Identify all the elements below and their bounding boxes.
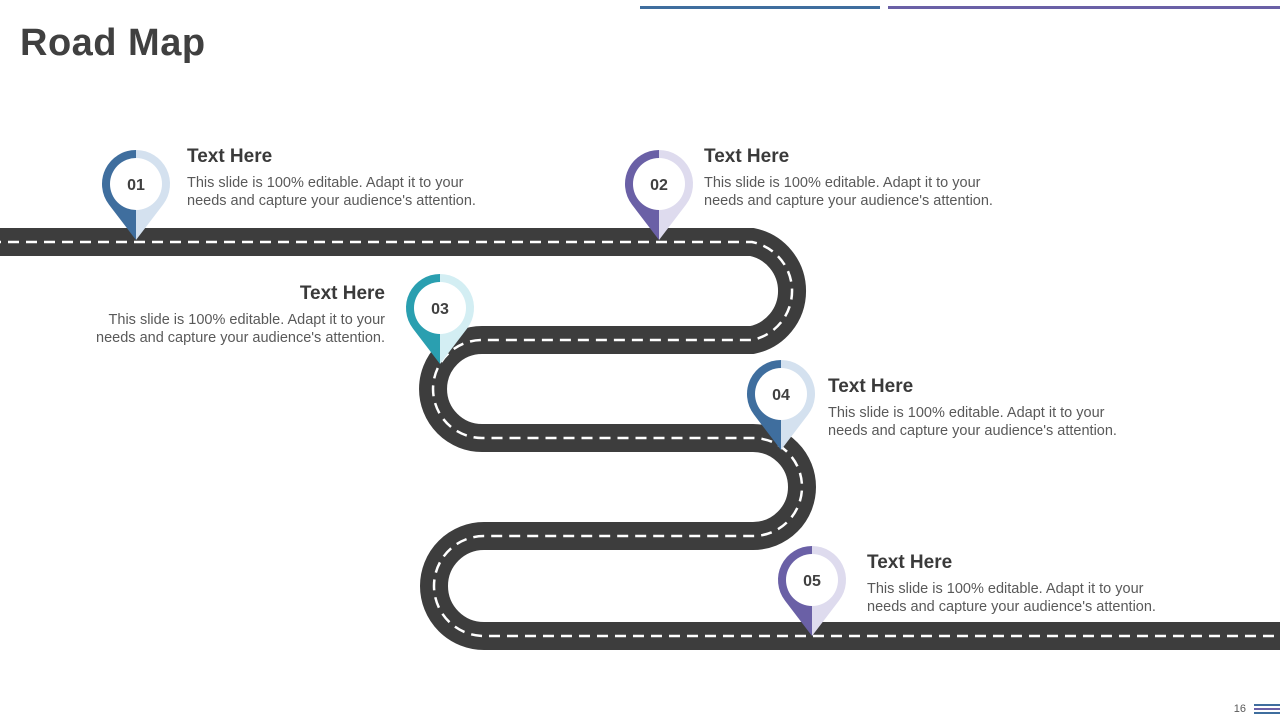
milestone-1-description: This slide is 100% editable. Adapt it to… xyxy=(187,174,507,210)
milestone-5-text: Text Here This slide is 100% editable. A… xyxy=(867,552,1187,616)
milestone-5-desc-line-1: This slide is 100% editable. Adapt it to… xyxy=(867,581,1144,597)
milestone-3-text: Text Here This slide is 100% editable. A… xyxy=(65,283,385,347)
map-pin-icon-center xyxy=(633,158,685,210)
milestone-5-number: 05 xyxy=(803,573,821,590)
milestone-2-number: 02 xyxy=(650,177,668,194)
milestone-1-heading: Text Here xyxy=(187,146,273,167)
milestone-1-number: 01 xyxy=(127,177,145,194)
milestone-4-pin: 04 xyxy=(746,360,816,450)
milestone-5-pin: 05 xyxy=(778,546,846,636)
milestone-1-text: Text Here This slide is 100% editable. A… xyxy=(187,146,507,210)
milestone-4-text: Text Here This slide is 100% editable. A… xyxy=(828,376,1148,440)
page-number: 16 xyxy=(1233,703,1246,715)
milestone-3-desc-line-1: This slide is 100% editable. Adapt it to… xyxy=(108,312,385,328)
milestone-5-desc-line-2: needs and capture your audience's attent… xyxy=(867,599,1156,615)
map-pin-icon-center xyxy=(110,158,162,210)
road-lane-markings xyxy=(0,240,1280,638)
milestone-1-desc-line-2: needs and capture your audience's attent… xyxy=(187,193,476,209)
milestone-3-desc-line-2: needs and capture your audience's attent… xyxy=(96,330,385,346)
milestone-3-heading: Text Here xyxy=(299,283,385,304)
map-pin-icon-center xyxy=(755,368,807,420)
slide-title: Road Map xyxy=(20,22,206,64)
milestone-2-desc-line-2: needs and capture your audience's attent… xyxy=(704,193,993,209)
milestone-3-number: 03 xyxy=(431,301,449,318)
milestone-3-description: This slide is 100% editable. Adapt it to… xyxy=(65,311,385,347)
milestone-4-desc-line-1: This slide is 100% editable. Adapt it to… xyxy=(828,405,1105,421)
milestone-5-description: This slide is 100% editable. Adapt it to… xyxy=(867,580,1187,616)
milestone-2-description: This slide is 100% editable. Adapt it to… xyxy=(704,174,1024,210)
milestone-4-desc-line-2: needs and capture your audience's attent… xyxy=(828,423,1117,439)
milestone-5-heading: Text Here xyxy=(867,552,953,573)
milestone-4-description: This slide is 100% editable. Adapt it to… xyxy=(828,404,1148,440)
milestone-2-desc-line-1: This slide is 100% editable. Adapt it to… xyxy=(704,175,981,191)
milestone-2-text: Text Here This slide is 100% editable. A… xyxy=(704,146,1024,210)
header-accent-line-left xyxy=(640,6,880,9)
milestone-1-desc-line-1: This slide is 100% editable. Adapt it to… xyxy=(187,175,464,191)
milestone-3-pin: 03 xyxy=(406,274,474,364)
page-marker-icon xyxy=(1254,704,1280,716)
map-pin-icon-center xyxy=(414,282,466,334)
milestone-1-pin: 01 xyxy=(102,150,170,240)
milestone-4-heading: Text Here xyxy=(828,376,914,397)
milestone-2-pin: 02 xyxy=(625,150,694,240)
milestone-2-heading: Text Here xyxy=(704,146,790,167)
milestone-4-number: 04 xyxy=(772,387,790,404)
header-accent-line-right xyxy=(888,6,1280,9)
map-pin-icon-center xyxy=(786,554,838,606)
